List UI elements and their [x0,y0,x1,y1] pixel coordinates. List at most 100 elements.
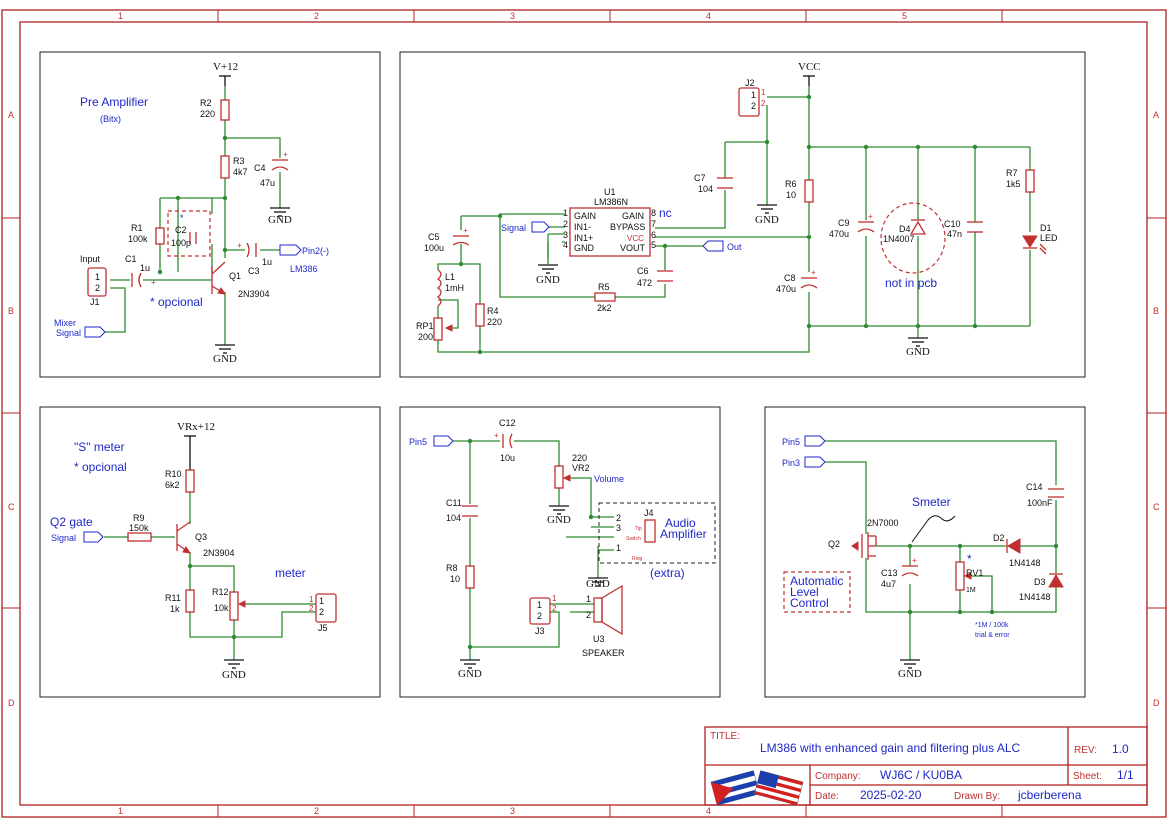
rv1-star: * [967,552,972,566]
u1-num-l3: 3 [563,230,568,240]
junction [907,609,913,615]
preamp-box [39,51,381,378]
capacitor-c3[interactable] [246,242,257,258]
capacitor-c8[interactable] [800,277,818,289]
resistor-r6[interactable] [804,179,814,203]
preamp-supply: V+12 [213,61,238,73]
j1-p2: 2 [95,283,100,293]
inductor-l1[interactable] [436,269,442,307]
capacitor-c14[interactable] [1048,488,1064,498]
capacitor-c12[interactable] [502,433,513,449]
connector-j2[interactable] [738,87,760,117]
diode-d2[interactable] [1006,538,1021,554]
resistor-r10[interactable] [185,469,195,493]
port-q2-gate-signal[interactable] [83,531,104,543]
c14-ref: C14 [1026,482,1043,492]
port-out-pin5[interactable] [433,435,454,447]
resistor-r11[interactable] [185,589,195,613]
col-label-1: 1 [118,11,123,21]
potentiometer-r12[interactable] [229,591,239,621]
u1-pin-l1: GAIN [574,211,596,221]
c4-val: 47u [260,178,275,188]
l1-ref: L1 [445,272,455,282]
output-box [399,406,721,698]
c2-ref: C2 [175,225,187,235]
r7-val: 1k5 [1006,179,1021,189]
capacitor-c4[interactable] [271,159,289,171]
r9-ref: R9 [133,513,145,523]
transistor-q1[interactable] [211,261,226,295]
transistor-q3[interactable] [176,521,191,554]
port-alc-pin3[interactable] [804,456,826,468]
r2-val: 220 [200,109,215,119]
resistor-r4[interactable] [475,303,485,327]
capacitor-c13[interactable] [901,565,919,577]
u1-pin-l3: IN1+ [574,233,593,243]
connector-j3[interactable] [529,597,551,625]
drawn-label: Drawn By: [954,791,1000,802]
port-out[interactable] [702,240,724,252]
potentiometer-vr2[interactable] [554,465,564,489]
diode-d4[interactable] [909,219,927,235]
resistor-r8[interactable] [465,565,475,589]
speaker-u3[interactable] [593,584,623,636]
smeter-box [39,406,381,698]
junction [175,195,181,201]
port-alc-pin5[interactable] [804,435,826,447]
junction [222,135,228,141]
preamp-subtitle: (Bitx) [100,114,121,124]
diode-d3[interactable] [1048,573,1064,588]
capacitor-c5[interactable] [452,235,470,246]
resistor-r9[interactable] [127,532,152,542]
connector-j5[interactable] [315,593,337,623]
u3-val: SPEAKER [582,648,625,658]
c2-star: * [180,213,184,223]
connector-j1[interactable] [87,267,107,297]
preamp-supply-symbol [219,75,231,86]
capacitor-c11[interactable] [462,505,478,517]
alc-pin3-label: Pin3 [782,458,800,468]
capacitor-c10[interactable] [967,221,983,233]
c6-val: 472 [637,278,652,288]
resistor-r3[interactable] [220,155,230,179]
capacitor-c1[interactable] [131,272,142,288]
r11-ref: R11 [165,593,181,603]
resistor-r7[interactable] [1025,169,1035,193]
l1-val: 1mH [445,283,464,293]
junction [915,323,921,329]
junction [222,247,228,253]
capacitor-c2[interactable] [189,232,197,244]
ic-u1-lm386[interactable] [569,207,651,257]
port-mixer-signal[interactable] [84,326,106,338]
r3-ref: R3 [233,156,245,166]
schematic-title: LM386 with enhanced gain and filtering p… [760,741,1021,755]
resistor-r1[interactable] [155,227,165,245]
capacitor-c9[interactable] [857,221,875,233]
junction [806,94,812,100]
resistor-r2[interactable] [220,99,230,121]
jack-j4[interactable] [644,519,656,543]
mosfet-q2[interactable] [861,532,877,560]
led-d1[interactable] [1022,235,1047,255]
capacitor-c6[interactable] [657,270,673,282]
c5-ref: C5 [428,232,440,242]
row-label-a-r: A [1153,110,1159,120]
c1-val: 1u [140,263,150,273]
trimmer-rp1[interactable] [433,317,443,341]
d1-val: LED [1040,233,1058,243]
port-amp-signal[interactable] [531,221,550,233]
not-in-pcb-label: not in pcb [885,276,937,290]
u1-val: LM386N [594,197,628,207]
resistor-r5[interactable] [594,292,616,302]
capacitor-c7[interactable] [717,177,733,189]
row-label-c-r: C [1153,502,1160,512]
potentiometer-rv1[interactable] [955,561,965,591]
u1-num-r7: 7 [651,219,656,229]
ground-symbol [757,204,777,214]
q2-arrow [851,541,859,551]
c7-val: 104 [698,184,713,194]
mixer-signal-label: Signal [56,328,81,338]
junction [907,543,913,549]
port-pin2[interactable] [279,244,302,256]
